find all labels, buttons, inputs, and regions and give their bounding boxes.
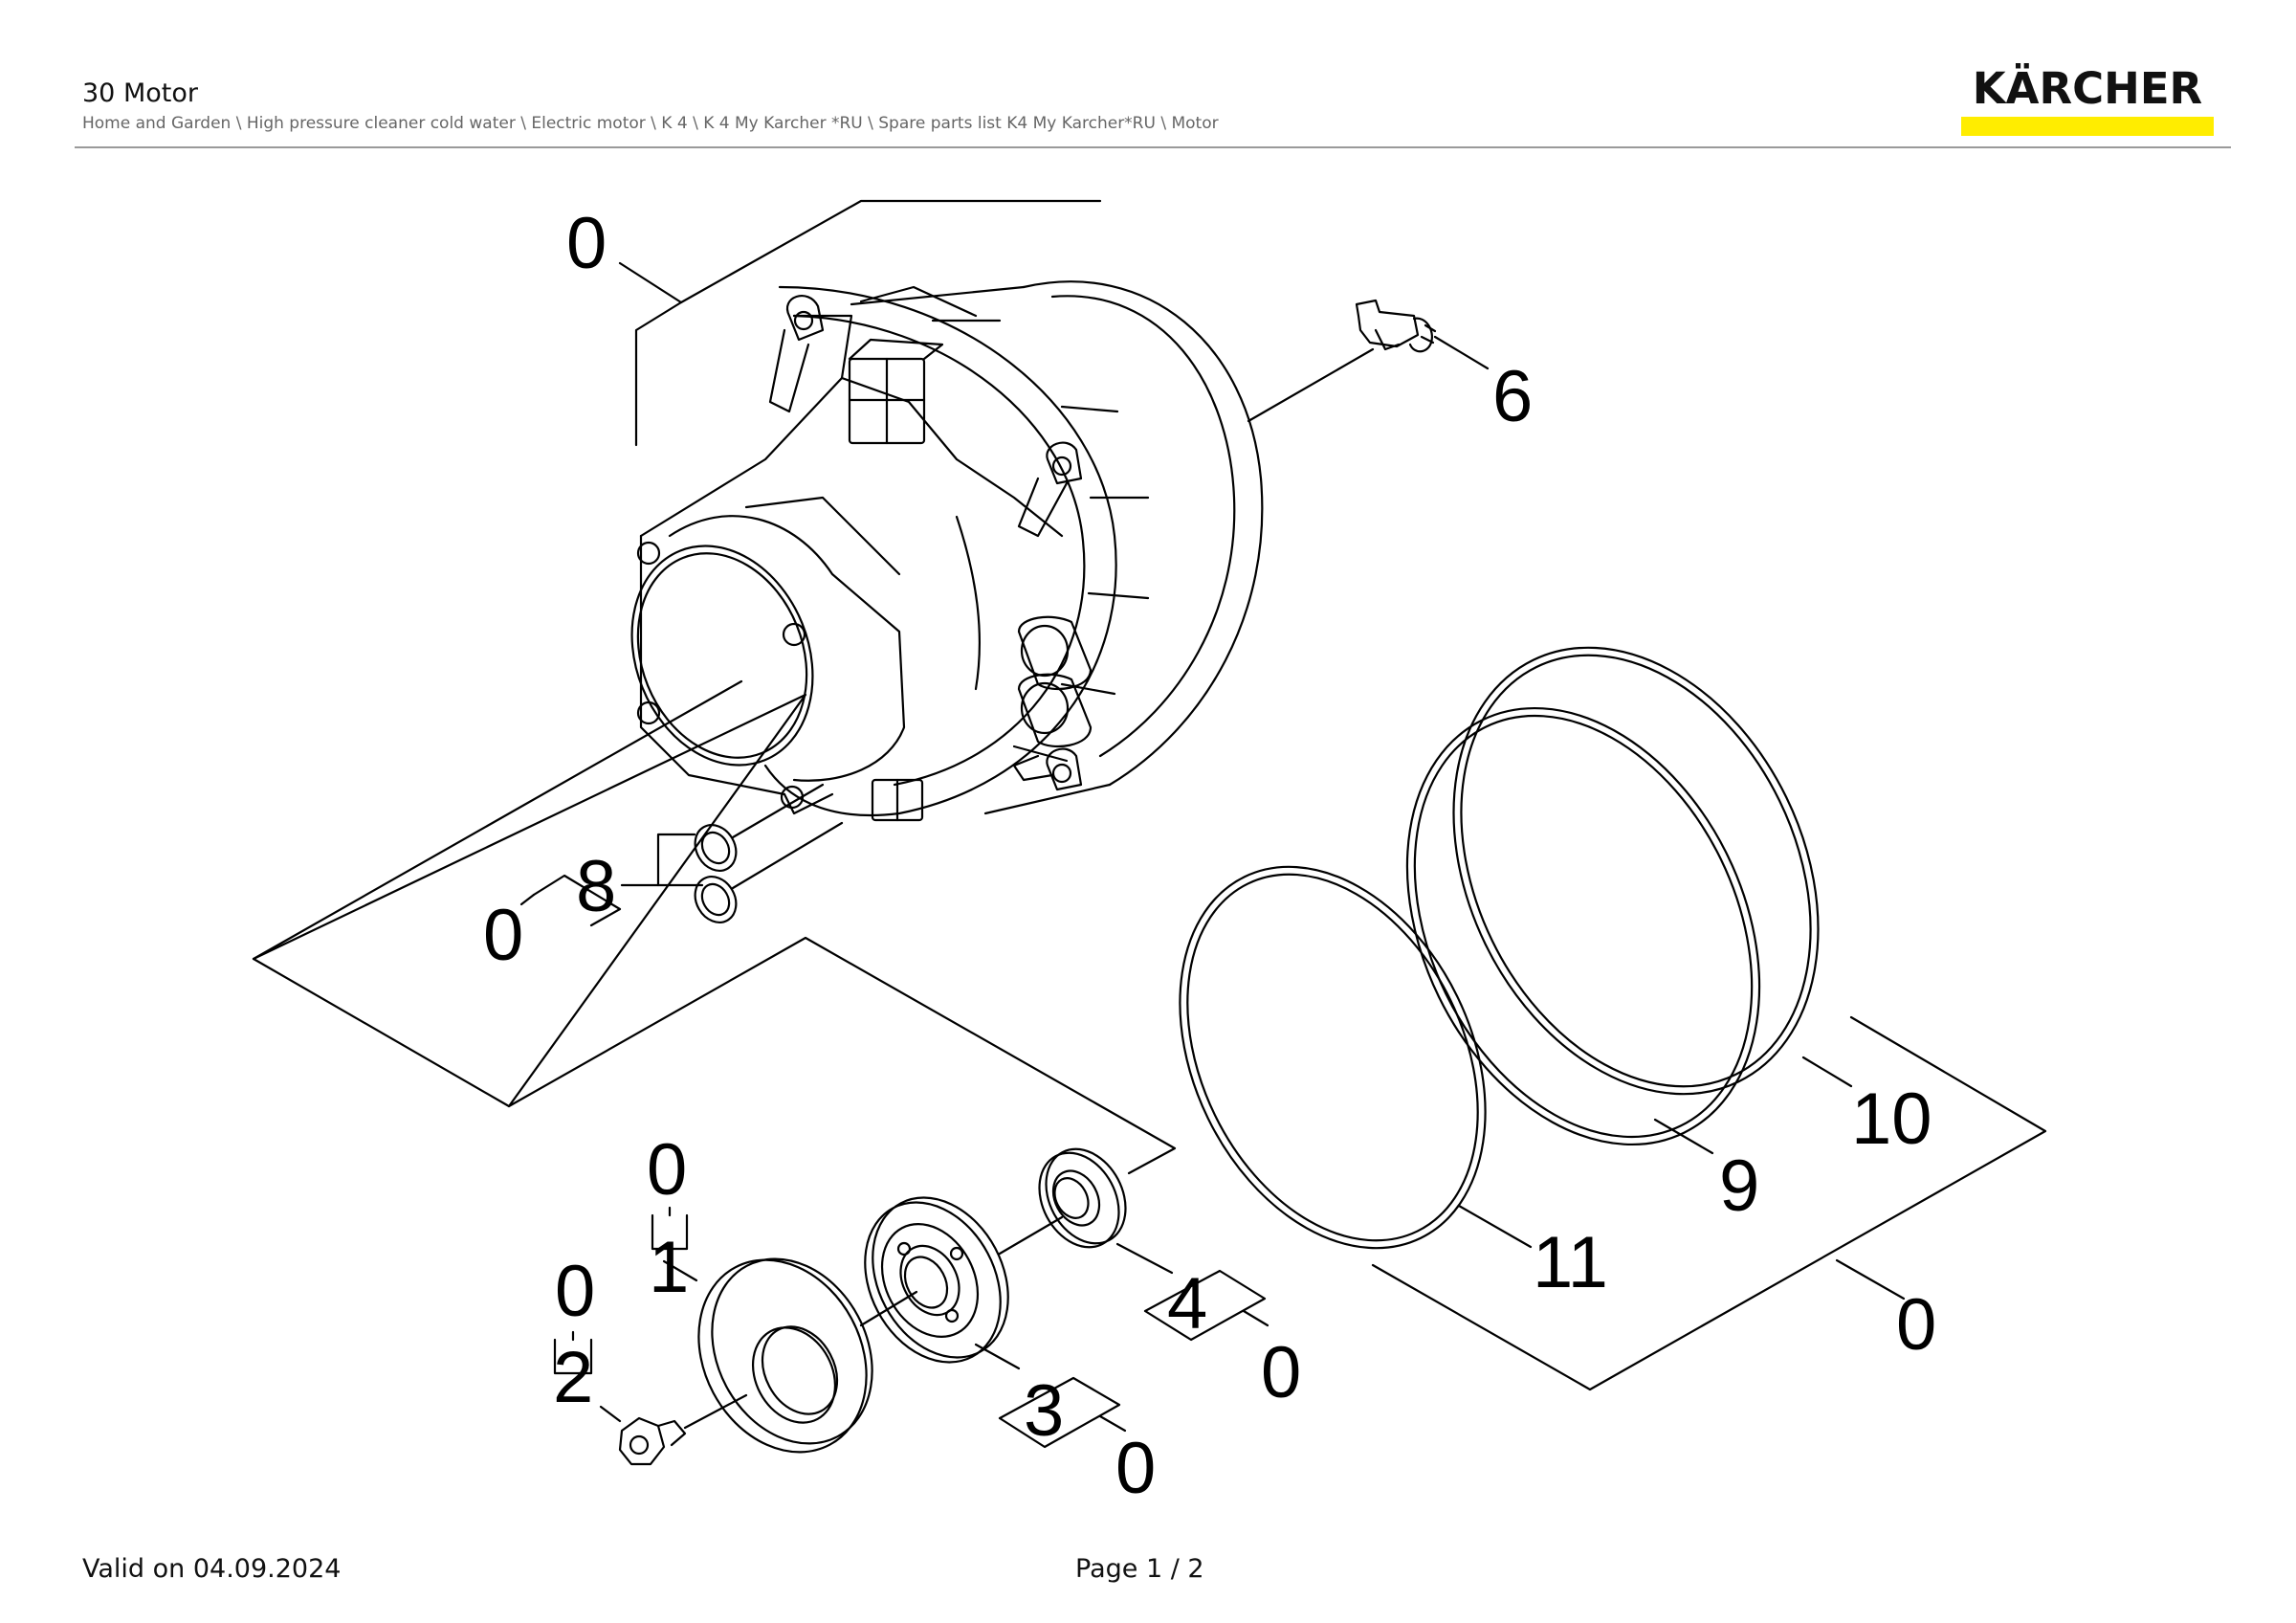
logo-yellow-bar (1961, 117, 2214, 136)
motor-housing (630, 280, 1264, 822)
bearing-assembly-frame (252, 693, 1177, 1175)
callout-bearing-3: 3 (1024, 1370, 1064, 1452)
callout-rings-group-0: 0 (1896, 1284, 1936, 1366)
callout-ring-10: 10 (1851, 1078, 1932, 1160)
callout-seal-4: 4 (1167, 1263, 1207, 1345)
karcher-logo: KÄRCHER (1961, 63, 2214, 138)
page-title: 30 Motor (82, 78, 198, 108)
housing-group-bracket (618, 199, 1102, 447)
callout-o-ring-8: 8 (576, 846, 616, 927)
page-number: Page 1 / 2 (1075, 1554, 1204, 1584)
screw-part (599, 1393, 748, 1466)
callout-screw-group-0: 0 (555, 1251, 595, 1332)
ring-10 (1452, 646, 1853, 1096)
header-divider (75, 146, 2231, 148)
seal-group-bracket (1143, 1269, 1269, 1342)
callout-housing-0: 0 (566, 203, 607, 284)
ring-11 (1179, 865, 1533, 1250)
callout-connector-6: 6 (1492, 356, 1533, 437)
o-rings (620, 783, 844, 923)
callout-ring-11: 11 (1533, 1222, 1608, 1303)
callout-ring-9: 9 (1719, 1145, 1759, 1227)
callout-seal-group-0: 0 (1261, 1332, 1301, 1413)
logo-wordmark: KÄRCHER (1972, 63, 2203, 114)
o-ring-group-bracket (519, 874, 622, 927)
callout-o-ring-group-0: 0 (483, 895, 523, 976)
bearing-cover (662, 1257, 873, 1454)
callout-screw-2: 2 (553, 1337, 593, 1418)
ball-bearing (859, 1196, 1064, 1370)
callout-cover-1: 1 (649, 1227, 689, 1308)
cover-group-bracket (651, 1206, 689, 1251)
callout-cover-group-0: 0 (647, 1129, 687, 1211)
shaft-seal (1038, 1147, 1174, 1275)
callout-bearing-group-0: 0 (1115, 1428, 1156, 1509)
bearing-group-bracket (998, 1376, 1127, 1449)
rings-group-frame (1371, 1015, 2047, 1391)
connector-part (1355, 299, 1490, 370)
breadcrumb: Home and Garden \ High pressure cleaner … (82, 114, 1219, 133)
valid-date: Valid on 04.09.2024 (82, 1554, 342, 1584)
ring-9 (1405, 706, 1761, 1155)
screw-group-bracket (553, 1330, 593, 1375)
